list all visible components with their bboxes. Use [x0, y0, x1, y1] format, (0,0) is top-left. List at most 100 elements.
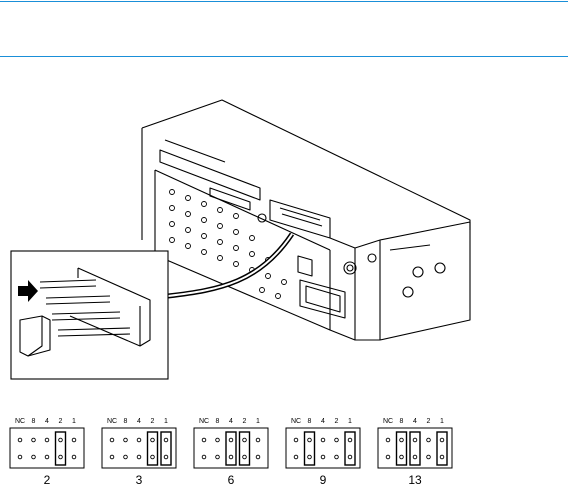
jumper-pin: [17, 437, 23, 443]
jumper-pin: [412, 454, 418, 460]
jumper-pin: [163, 454, 169, 460]
jumper-pin: [109, 454, 115, 460]
section-rule: [0, 56, 568, 57]
jumper-detail-box: [10, 250, 169, 380]
power-connector-inner: [305, 285, 341, 313]
jumper-pin: [136, 437, 142, 443]
jumper-pin: [71, 454, 77, 460]
jumper-pin: [385, 437, 391, 443]
jumper-pin: [255, 437, 261, 443]
jumper-id-label: 2: [44, 473, 51, 487]
jumper-header-label: 4: [321, 418, 325, 425]
jumper-header-label: 8: [32, 418, 36, 425]
side-plate: [329, 237, 356, 341]
jumper-cap: [303, 431, 316, 466]
jumper-cap: [395, 431, 408, 466]
bezel-connector: [209, 187, 251, 211]
jumper-cap: [160, 431, 172, 466]
jumper-pin: [31, 437, 36, 443]
jumper-header-label: NC: [383, 418, 393, 425]
jumper-pin: [44, 437, 50, 443]
jumper-header-label: 1: [440, 418, 444, 425]
jumper-header-label: 8: [216, 418, 220, 425]
jumper-pin: [347, 454, 353, 460]
jumper-pin: [293, 454, 299, 460]
power-connector: [299, 279, 346, 319]
drive-slot-lip: [164, 139, 226, 163]
jumper-header-label: 2: [151, 418, 155, 425]
jumper-pin: [201, 454, 207, 460]
cable-highlight: [167, 233, 293, 297]
jumper-pin: [320, 454, 326, 460]
jumper-pin: [201, 437, 207, 443]
insert-arrow-icon: [18, 280, 38, 302]
mount-hole-inner: [346, 264, 354, 272]
jumper-header-label: NC: [291, 418, 301, 425]
jumper-cap: [436, 431, 448, 466]
jumper-pin: [71, 437, 77, 443]
jumper-cap: [54, 431, 67, 466]
rear-rib: [389, 244, 431, 251]
jumper-pin: [109, 437, 115, 443]
mount-hole: [257, 213, 267, 223]
jumper-pin: [58, 437, 63, 443]
jumper-header-label: 4: [229, 418, 233, 425]
jumper-header-label: 1: [72, 418, 76, 425]
jumper-id-label: 6: [228, 473, 235, 487]
mount-hole: [402, 286, 414, 298]
jumper-header-label: 8: [308, 418, 312, 425]
jumper-pin: [426, 454, 431, 460]
drive-front-face: [154, 170, 331, 331]
jumper-pin: [307, 437, 312, 443]
jumper-pin: [412, 437, 418, 443]
drive-front-top: [154, 169, 331, 251]
jumper-block-outline: [101, 427, 177, 469]
rear-housing: [354, 221, 471, 341]
jumper-header-label: 4: [137, 418, 141, 425]
jumper-pins-row: [279, 207, 321, 221]
jumper-pin: [293, 437, 299, 443]
jumper-pin: [399, 437, 404, 443]
mount-hole: [434, 262, 446, 274]
top-rule: [0, 1, 568, 2]
jumper-header-label: 1: [256, 418, 260, 425]
jumper-header-label: 2: [335, 418, 339, 425]
jumper-pin: [439, 454, 445, 460]
jumper-block-outline: [285, 427, 361, 469]
jumper-header-label: 2: [427, 418, 431, 425]
jumper-block-outline: [9, 427, 85, 469]
jumper-header-label: 4: [45, 418, 49, 425]
jumper-pin: [123, 454, 128, 460]
jumper-cap: [238, 431, 251, 466]
jumper-header-label: 4: [413, 418, 417, 425]
jumper-detail: [19, 267, 151, 357]
jumper-pin: [228, 437, 234, 443]
jumper-pin: [255, 454, 261, 460]
jumper-pin: [17, 454, 23, 460]
jumper-header-label: NC: [15, 418, 25, 425]
jumper-pin: [385, 454, 391, 460]
jumper-cap: [225, 431, 237, 466]
jumper-header-label: 1: [164, 418, 168, 425]
jumper-pin: [334, 437, 339, 443]
jumper-pin: [320, 437, 326, 443]
jumper-pin: [228, 454, 234, 460]
jumper-pin: [58, 454, 63, 460]
jumper-header-label: NC: [107, 418, 117, 425]
jumper-id-label: 13: [408, 473, 422, 487]
jumper-pin: [426, 437, 431, 443]
perforations: [169, 189, 287, 299]
jumper-pin: [136, 454, 142, 460]
jumper-id-label: 9: [320, 473, 327, 487]
jumper-pin: [242, 437, 247, 443]
jumper-pin: [31, 454, 36, 460]
mount-hole: [367, 253, 377, 263]
jumper-header-label: 8: [124, 418, 128, 425]
